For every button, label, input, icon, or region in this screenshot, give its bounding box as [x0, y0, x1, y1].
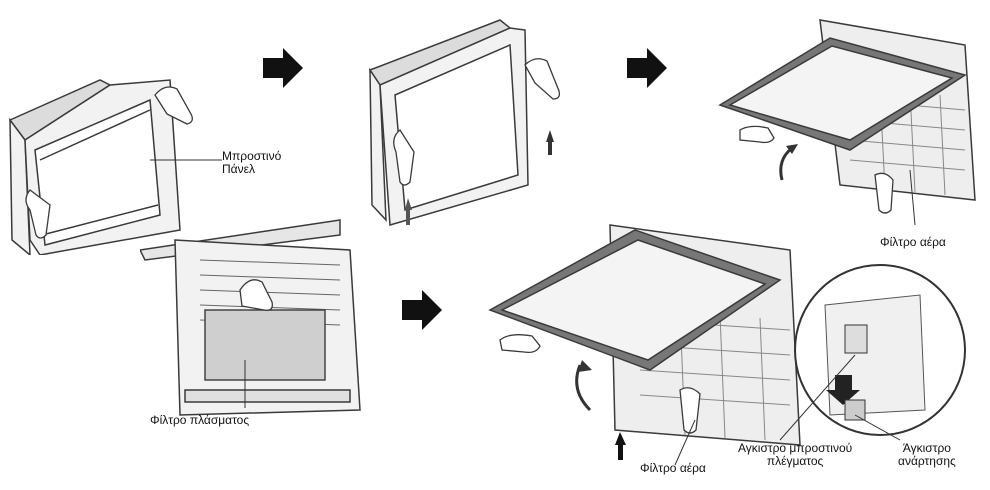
front-grille-hook-label: Αγκιστρο μπροστινού πλέγματος	[738, 442, 852, 468]
front-grille-hook-label-line2: πλέγματος	[766, 454, 824, 468]
step-arrow-icon	[627, 48, 667, 88]
hand-icon	[393, 58, 561, 186]
lift-arrow-icon	[546, 130, 554, 155]
step3-air-filter-illustration	[718, 19, 976, 225]
hanging-hook-label-line1: Άγκιστρο	[902, 441, 951, 455]
hanging-hook-label: Άγκιστρο ανάρτησης	[898, 442, 956, 468]
step5-hook-detail-illustration	[488, 224, 966, 466]
plasma-filter-label: Φίλτρο πλάσματος	[150, 413, 250, 427]
air-filter-label-top: Φίλτρο αέρα	[880, 235, 946, 249]
hanging-hook-label-line2: ανάρτησης	[898, 454, 956, 468]
front-panel-label-line2: Πάνελ	[222, 162, 255, 176]
front-panel-label: Μπροστινό Πάνελ	[222, 150, 281, 176]
front-panel-label-line1: Μπροστινό	[222, 149, 282, 163]
step4-plasma-filter-illustration	[140, 219, 361, 416]
hand-icon	[239, 279, 273, 311]
lift-arrow-icon	[405, 198, 412, 225]
hand-icon	[499, 334, 701, 434]
hand-icon	[25, 86, 193, 239]
air-filter-label-bottom: Φίλτρο αέρα	[640, 461, 706, 475]
hand-icon	[739, 125, 894, 214]
step2-lift-panel-illustration	[368, 19, 561, 226]
step-arrow-icon	[402, 290, 442, 330]
step-arrow-icon	[263, 48, 303, 88]
magnifier-icon	[794, 264, 966, 436]
step1-unit-illustration	[8, 79, 222, 255]
front-grille-hook-label-line1: Αγκιστρο μπροστινού	[738, 441, 853, 455]
